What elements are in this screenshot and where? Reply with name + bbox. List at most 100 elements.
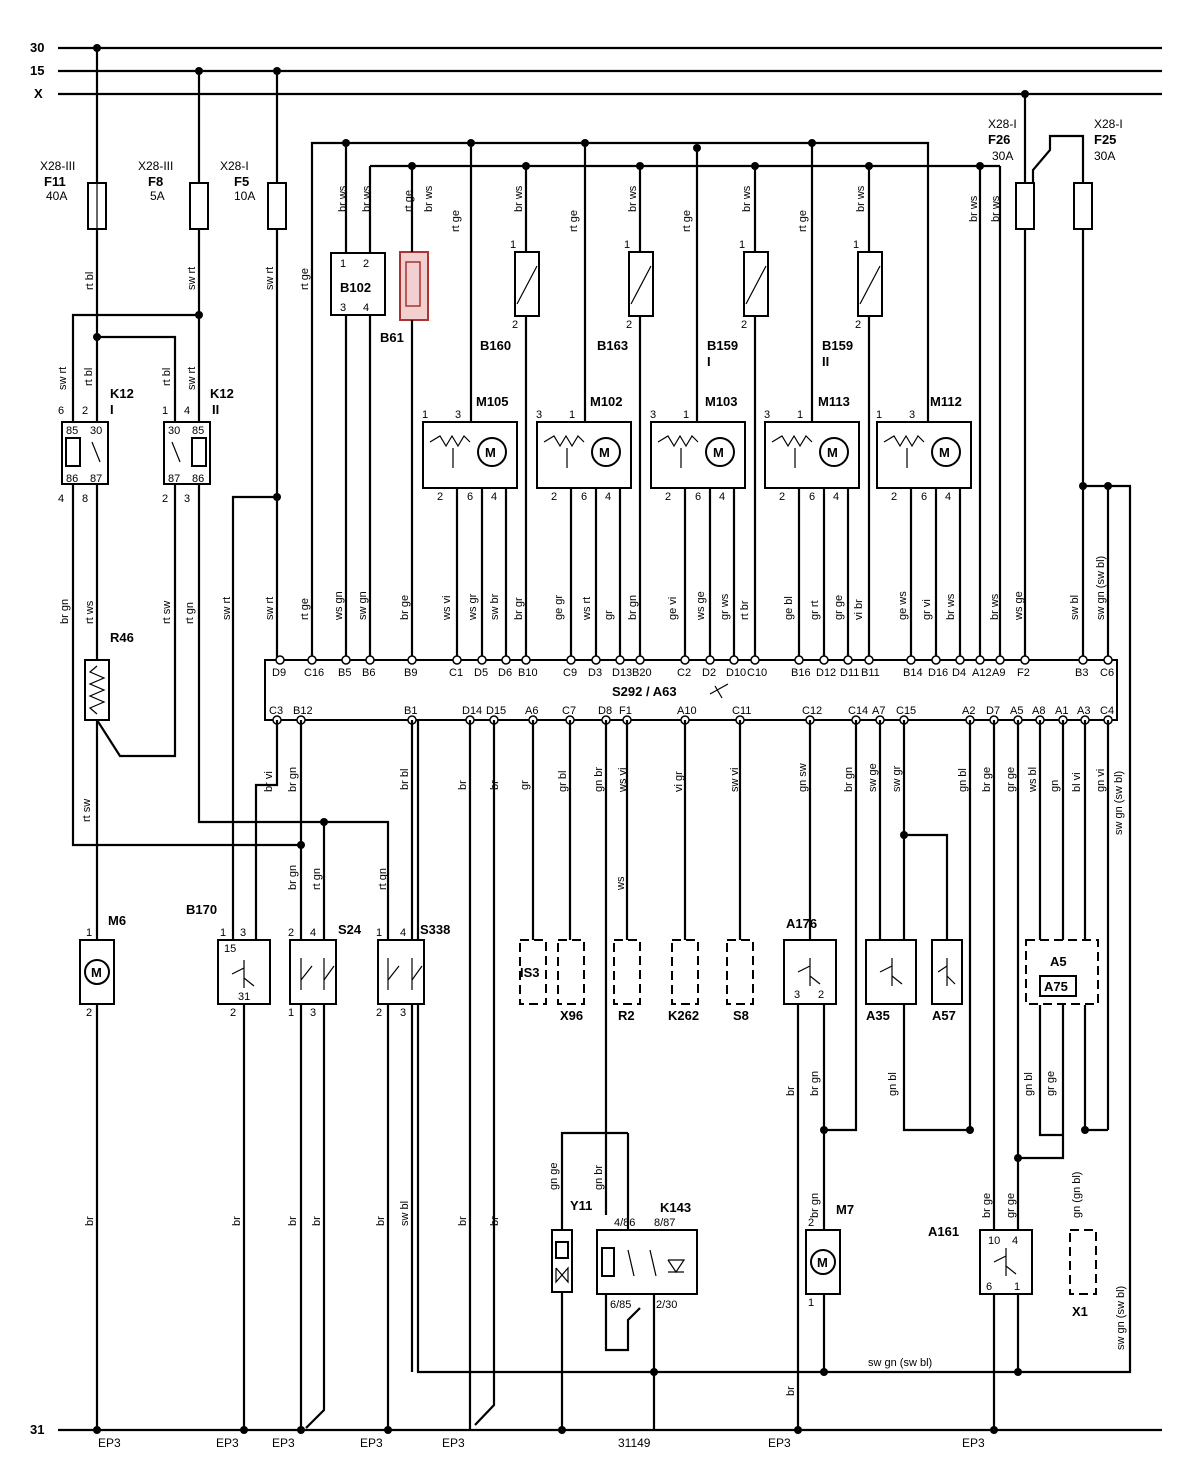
svg-text:10A: 10A: [234, 189, 255, 203]
ecu-pin-D10[interactable]: [729, 655, 739, 665]
wire-color-label: gr vi: [921, 599, 933, 620]
fuse-f8[interactable]: X28-III F8 5A: [138, 67, 209, 230]
module-a5[interactable]: A5 A75: [1025, 939, 1099, 1005]
fuse-f26[interactable]: X28-I F26 30A: [988, 90, 1035, 230]
ecu-pin-D4[interactable]: [955, 655, 965, 665]
svg-text:3: 3: [536, 409, 542, 421]
motor-m112[interactable]: M M112 1 3 2 6 4: [876, 394, 972, 503]
fuse-f11[interactable]: X28-III F11 40A: [40, 44, 107, 230]
ecu-pin-A12[interactable]: [975, 655, 985, 665]
module-a57[interactable]: A57: [931, 939, 963, 1023]
wire-color-label: gr ge: [833, 595, 845, 620]
connector-r2[interactable]: R2: [613, 939, 641, 1023]
svg-text:15: 15: [224, 943, 236, 955]
wire-color-label: br gn: [59, 599, 71, 624]
ecu-pin-D3[interactable]: [591, 655, 601, 665]
wire-color-label: sw vi: [729, 768, 741, 792]
connector-x96[interactable]: X96: [557, 939, 585, 1023]
ecu-pin-D6[interactable]: [501, 655, 511, 665]
relay-k12-ii[interactable]: K12 II 1 4 2 3 30 85 87 86: [162, 386, 234, 505]
switch-s338[interactable]: S338 1 4 2 3: [376, 720, 450, 1434]
ecu-pin-F2[interactable]: [1020, 655, 1030, 665]
motor-m7[interactable]: M M7 2 1: [805, 1202, 854, 1376]
resistor-r46[interactable]: R46: [84, 630, 134, 940]
ecu-pin-B14[interactable]: [906, 655, 916, 665]
ecu-pin-label: C10: [747, 667, 767, 679]
svg-text:II: II: [212, 402, 219, 417]
sensor-b102[interactable]: B102 1 2 3 4: [330, 143, 386, 316]
svg-text:A57: A57: [932, 1008, 956, 1023]
rail-x-label: X: [34, 86, 43, 101]
svg-text:X28-I: X28-I: [988, 117, 1017, 131]
wire-color-label: sw rt: [264, 267, 276, 290]
connector-k262[interactable]: K262: [668, 939, 699, 1023]
svg-text:3: 3: [184, 493, 190, 505]
ecu-pin-B11[interactable]: [864, 655, 874, 665]
module-a161[interactable]: A161 10 4 6 1: [928, 1224, 1033, 1434]
motor-m113[interactable]: M M113 3 1 2 6 4: [764, 394, 860, 503]
motor-m6[interactable]: M M6 1 2: [79, 913, 126, 1434]
sensor-b170[interactable]: B170 1 3 15 31 2: [186, 902, 271, 1434]
ecu-pin-C6[interactable]: [1103, 655, 1113, 665]
ecu-pin-D13[interactable]: [615, 655, 625, 665]
ecu-pin-D5[interactable]: [477, 655, 487, 665]
ecu-pin-label: D11: [840, 667, 859, 679]
controller-s292-a63[interactable]: S292 / A63: [264, 659, 1118, 721]
ecu-pin-C10[interactable]: [750, 655, 760, 665]
motor-m103[interactable]: M M103 3 1 2 6 4: [650, 394, 746, 503]
wire-color-label: br gn: [627, 595, 639, 620]
ecu-pin-B16[interactable]: [794, 655, 804, 665]
ecu-pin-B10[interactable]: [521, 655, 531, 665]
ecu-pin-B6[interactable]: [365, 655, 375, 665]
ecu-pin-D11[interactable]: [843, 655, 853, 665]
wire-color-label: sw gn (sw bl): [868, 1357, 932, 1369]
ecu-pin-B9[interactable]: [407, 655, 417, 665]
svg-text:EP3: EP3: [98, 1436, 121, 1450]
ecu-pin-B5[interactable]: [341, 655, 351, 665]
ecu-pin-D9[interactable]: [275, 655, 285, 665]
ecu-pin-C1[interactable]: [452, 655, 462, 665]
wire-color-label: ws vi: [617, 768, 629, 793]
ecu-pin-C16[interactable]: [307, 655, 317, 665]
ecu-pin-D16[interactable]: [931, 655, 941, 665]
sensor-b61[interactable]: B61: [380, 166, 429, 345]
fuse-f25[interactable]: X28-I F25 30A: [1031, 117, 1123, 230]
ecu-pin-label: C7: [562, 705, 576, 717]
fuse-f5[interactable]: X28-I F5 10A: [220, 67, 287, 230]
ecu-pin-label: D13: [612, 667, 632, 679]
sensor-b160[interactable]: B160 1 2: [480, 166, 540, 353]
wire-color-label: br ws: [337, 185, 349, 212]
ecu-pin-B3[interactable]: [1078, 655, 1088, 665]
wire-color-label: rt ge: [450, 210, 462, 232]
motor-m102[interactable]: M M102 3 1 2 6 4: [536, 394, 632, 503]
ecu-pin-A9[interactable]: [995, 655, 1005, 665]
sensor-b159-ii[interactable]: B159 II 1 2: [822, 166, 883, 369]
svg-text:X28-I: X28-I: [1094, 117, 1123, 131]
connector-is3[interactable]: IS3: [519, 939, 547, 1005]
ecu-pin-D2[interactable]: [705, 655, 715, 665]
sensor-b163[interactable]: B163 1 2: [597, 166, 654, 353]
svg-text:4: 4: [400, 927, 406, 939]
sensor-b159-i[interactable]: B159 I 1 2: [707, 166, 769, 369]
module-a176[interactable]: A176 3 2: [783, 916, 837, 1434]
svg-text:S8: S8: [733, 1008, 749, 1023]
motor-m105[interactable]: M M105 1 3 2 6 4: [422, 394, 518, 503]
svg-text:87: 87: [90, 473, 102, 485]
connector-s8[interactable]: S8: [726, 939, 754, 1023]
switch-s24[interactable]: S24 2 4 1 3: [288, 922, 362, 1434]
ecu-pin-label: B3: [1075, 667, 1088, 679]
ecu-pin-C9[interactable]: [566, 655, 576, 665]
ecu-pin-B20[interactable]: [635, 655, 645, 665]
relay-k12-i[interactable]: K12 I 6 2 4 8 85 30 86 87: [58, 386, 134, 505]
svg-text:M105: M105: [476, 394, 509, 409]
ecu-pin-label: A1: [1055, 705, 1068, 717]
valve-y11[interactable]: Y11: [551, 1131, 628, 1434]
module-a35[interactable]: A35: [865, 939, 917, 1023]
relay-k143[interactable]: K143 4/86 8/87 6/85 2/30: [596, 1133, 698, 1430]
ecu-pin-D12[interactable]: [819, 655, 829, 665]
ecu-pin-C2[interactable]: [680, 655, 690, 665]
svg-text:2: 2: [363, 258, 369, 270]
connector-x1[interactable]: X1: [1069, 1229, 1097, 1319]
wire-color-label: sw gn: [357, 591, 369, 620]
svg-text:B163: B163: [597, 338, 628, 353]
